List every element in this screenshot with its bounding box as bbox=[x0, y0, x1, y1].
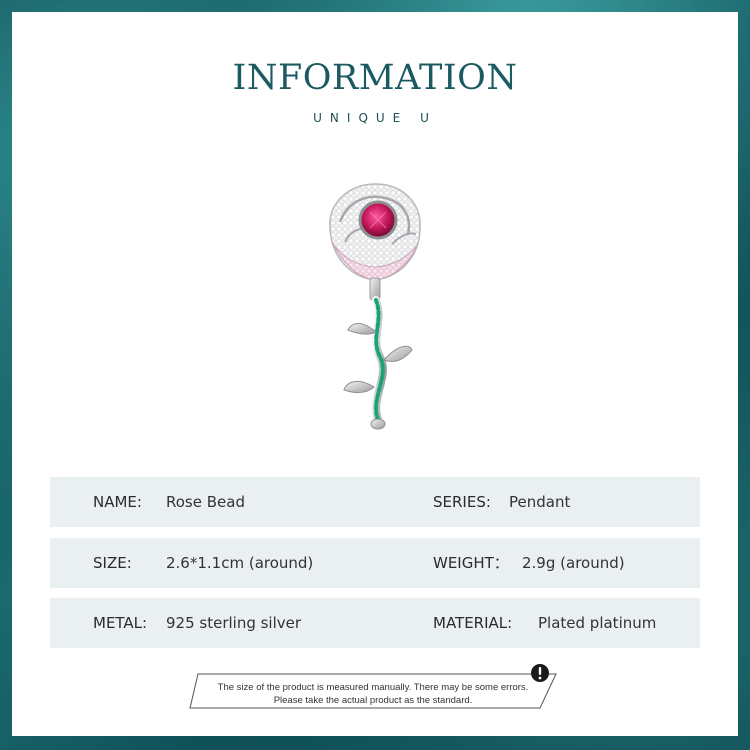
weight-label: WEIGHT： bbox=[433, 554, 509, 572]
page-title: INFORMATION bbox=[232, 58, 518, 98]
series-value: Pendant bbox=[509, 493, 571, 511]
spec-row-name-series: NAME: Rose Bead SERIES: Pendant bbox=[50, 477, 700, 527]
series-label: SERIES: bbox=[433, 493, 491, 511]
notice-line-1: The size of the product is measured manu… bbox=[217, 682, 529, 693]
notice-border bbox=[189, 673, 557, 709]
name-label: NAME: bbox=[93, 493, 142, 511]
material-label: MATERIAL: bbox=[433, 614, 513, 632]
material-value: Plated platinum bbox=[538, 614, 657, 632]
size-value: 2.6*1.1cm (around) bbox=[166, 554, 314, 572]
spec-row-size-weight: SIZE: 2.6*1.1cm (around) WEIGHT： 2.9g (a… bbox=[50, 538, 700, 588]
size-label: SIZE: bbox=[93, 554, 132, 572]
measurement-notice: The size of the product is measured manu… bbox=[188, 662, 558, 712]
exclamation-icon bbox=[531, 664, 549, 682]
weight-value: 2.9g (around) bbox=[522, 554, 625, 572]
spec-row-metal-material: METAL: 925 sterling silver MATERIAL: Pla… bbox=[50, 598, 700, 648]
notice-text: The size of the product is measured manu… bbox=[188, 681, 558, 707]
name-value: Rose Bead bbox=[166, 493, 245, 511]
rose-bead-pendant-icon bbox=[329, 183, 421, 430]
metal-label: METAL: bbox=[93, 614, 148, 632]
brand-subtitle: UNIQUE U bbox=[313, 111, 437, 125]
metal-value: 925 sterling silver bbox=[166, 614, 302, 632]
notice-line-2: Please take the actual product as the st… bbox=[273, 695, 473, 706]
